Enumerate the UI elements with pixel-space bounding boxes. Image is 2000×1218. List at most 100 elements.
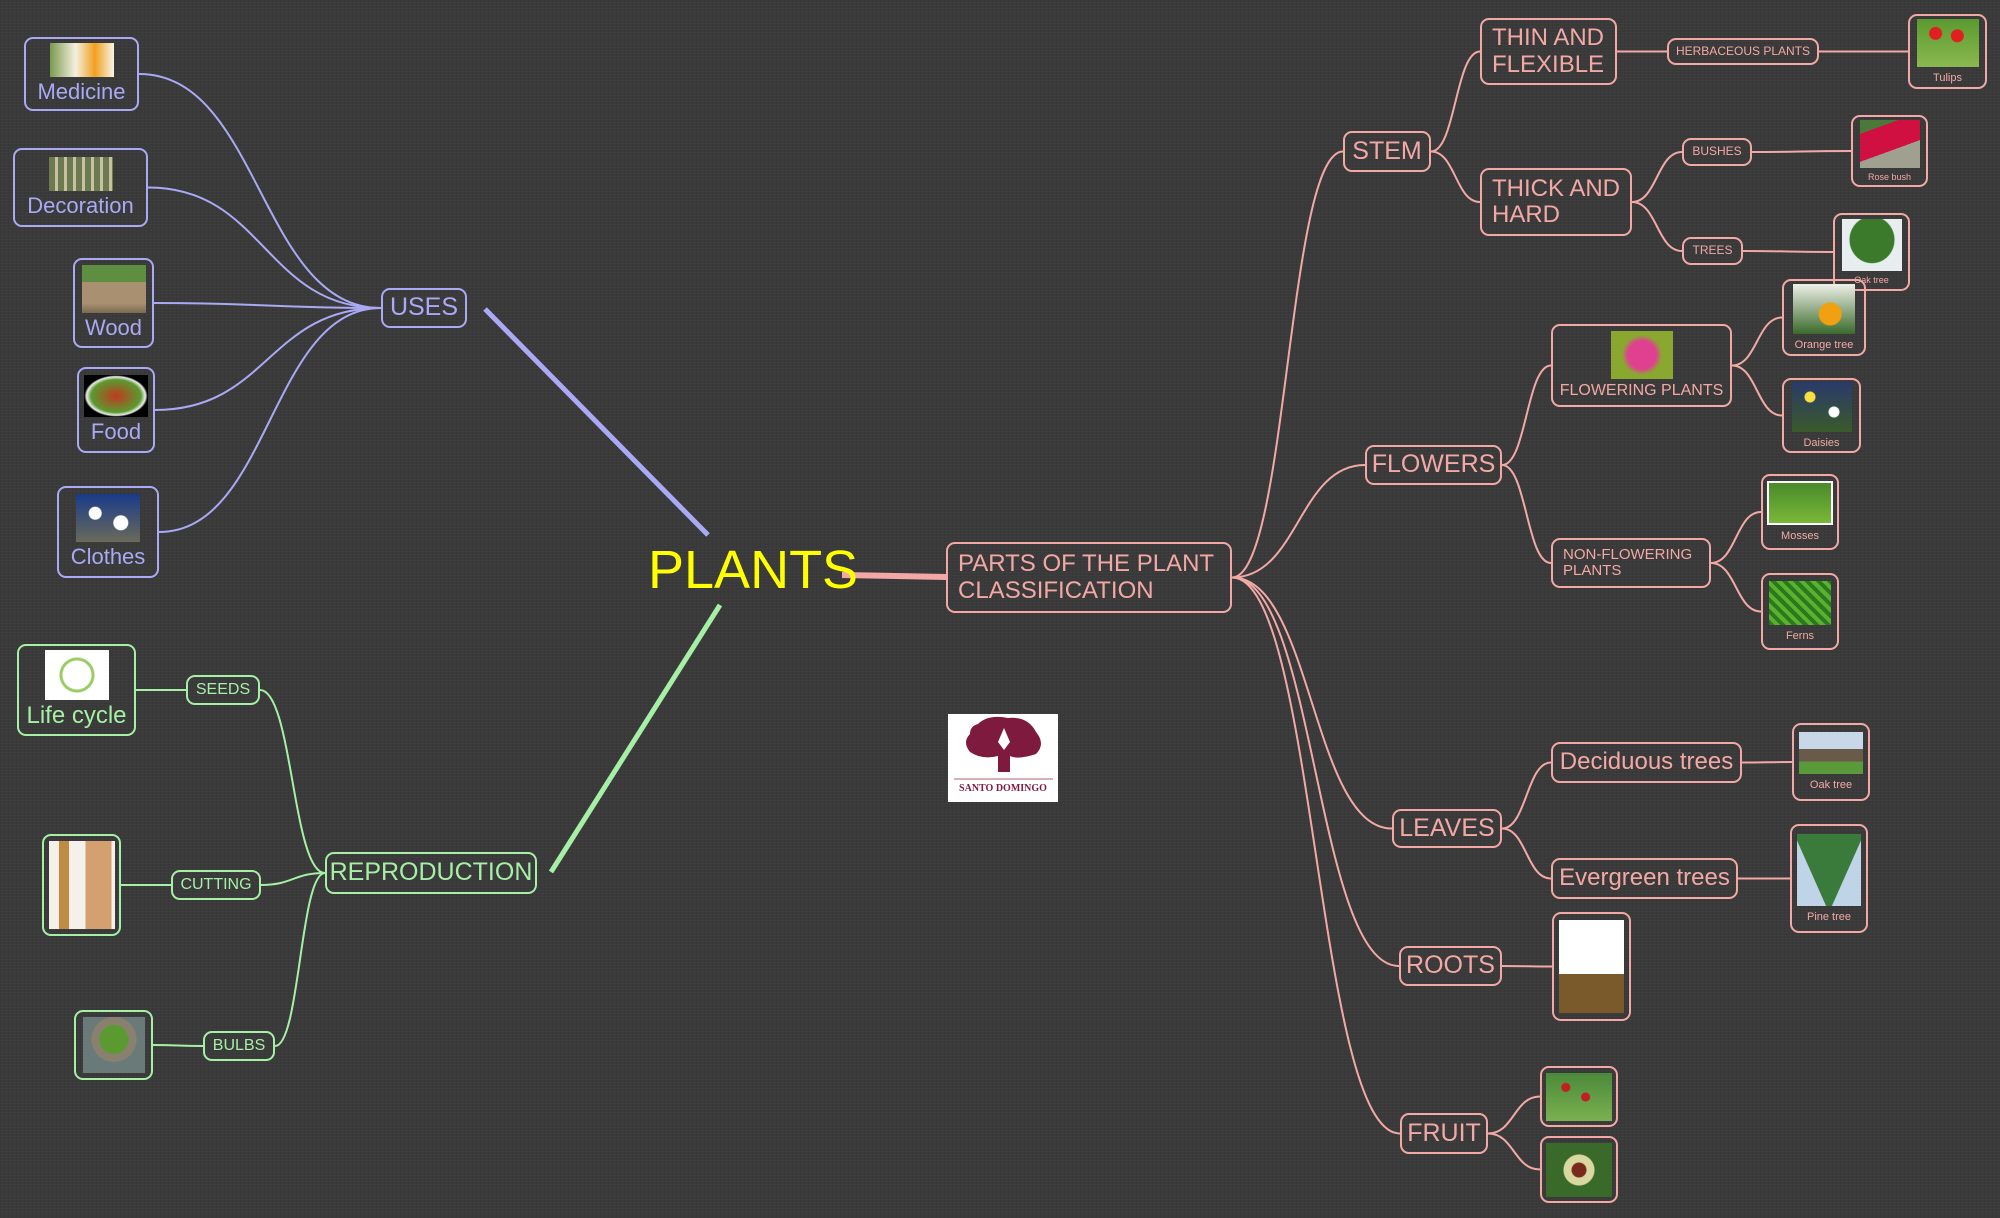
mosses-image [1767, 481, 1833, 526]
fruit-image-node-chestnut[interactable] [1540, 1136, 1618, 1203]
medicine-image [49, 43, 114, 78]
example-ferns[interactable]: Ferns [1761, 573, 1839, 650]
item-label: Ferns [1785, 629, 1815, 642]
roots-image-node[interactable] [1552, 912, 1631, 1021]
main-branch-uses [483, 307, 710, 537]
topic-label: FLEXIBLE [1492, 50, 1605, 78]
item-label: Pine tree [1806, 910, 1852, 923]
connector-parts-fruit [1231, 576, 1401, 1135]
item-label: Life cycle [26, 702, 127, 730]
topic-label: Deciduous trees [1559, 748, 1734, 776]
topic-label: THICK AND [1492, 174, 1621, 202]
item-label: Mosses [1781, 530, 1819, 543]
connector-nonflow-ferns [1710, 562, 1762, 613]
pine-tree-image [1797, 833, 1861, 906]
item-label: Oak tree [1809, 779, 1853, 792]
item-label: Wood [84, 315, 143, 341]
example-oak-tree[interactable]: Oak tree [1833, 213, 1910, 291]
connector-bulbs-bulbimg [152, 1044, 204, 1047]
connector-rep-cutting [260, 872, 326, 886]
item-label: Daisies [1803, 436, 1840, 449]
topic-label: HERBACEOUS PLANTS [1675, 43, 1811, 58]
lily-image [1610, 331, 1673, 380]
uses-item-food[interactable]: Food [77, 367, 155, 453]
cutting-image-node[interactable] [42, 834, 121, 936]
connector-bushes-rose [1751, 150, 1852, 153]
uses-item-clothes[interactable]: Clothes [57, 486, 159, 578]
topic-label: BUSHES [1692, 144, 1742, 159]
chestnut-image [1546, 1142, 1612, 1197]
item-label: Medicine [37, 79, 126, 105]
thick-trees[interactable]: TREES [1682, 237, 1743, 265]
topic-label: NON-FLOWERING [1563, 545, 1693, 563]
leaves-deciduous-trees[interactable]: Deciduous trees [1551, 742, 1742, 783]
topic-uses[interactable]: USES [381, 288, 467, 328]
connector-thick-bushes [1631, 151, 1683, 203]
connector-parts-flowers [1231, 464, 1366, 579]
reproduction-cutting[interactable]: CUTTING [171, 870, 261, 900]
item-label: Clothes [70, 544, 146, 570]
central-topic-plants[interactable]: PLANTS [648, 540, 859, 600]
topic-fruit[interactable]: FRUIT [1400, 1113, 1488, 1154]
connector-trees-oak1 [1742, 250, 1834, 253]
connector-roots-rootimg [1501, 965, 1553, 968]
flowering-plants[interactable]: FLOWERING PLANTS [1551, 324, 1732, 407]
bulbs-image-node[interactable] [74, 1010, 153, 1080]
example-mosses[interactable]: Mosses [1761, 474, 1839, 550]
example-daisies[interactable]: Daisies [1782, 378, 1861, 453]
topic-label: REPRODUCTION [329, 858, 533, 887]
topic-label: FLOWERS [1371, 450, 1496, 479]
uses-item-wood[interactable]: Wood [73, 258, 154, 348]
topic-stem[interactable]: STEM [1343, 131, 1431, 172]
topic-label: Evergreen trees [1559, 864, 1730, 892]
topic-label: CUTTING [180, 876, 252, 894]
roots-image [1559, 920, 1624, 1013]
topic-label: CLASSIFICATION [958, 576, 1154, 604]
example-orange-tree[interactable]: Orange tree [1782, 279, 1866, 356]
topic-leaves[interactable]: LEAVES [1392, 809, 1502, 848]
connector-rep-bulbs [274, 872, 326, 1047]
topic-label: HARD [1492, 201, 1561, 228]
apple-tree-image [1546, 1072, 1612, 1121]
topic-roots[interactable]: ROOTS [1399, 946, 1502, 986]
reproduction-seeds[interactable]: SEEDS [186, 675, 260, 705]
item-label: Food [90, 419, 142, 445]
connector-uses-u2 [153, 302, 382, 309]
connector-parts-stem [1231, 150, 1344, 579]
reproduction-bulbs[interactable]: BULBS [203, 1031, 275, 1061]
cutting-image [48, 841, 115, 929]
connector-flowers-nonflow [1501, 464, 1552, 564]
topic-label: STEM [1352, 136, 1422, 165]
example-rose-bush[interactable]: Rose bush [1851, 115, 1928, 187]
topic-label: PARTS OF THE PLANT [958, 550, 1215, 578]
thick-bushes[interactable]: BUSHES [1682, 138, 1752, 166]
wood-image [81, 265, 146, 314]
food-image [84, 375, 148, 418]
example-tulips[interactable]: Tulips [1908, 14, 1987, 89]
fruit-image-node-apple[interactable] [1540, 1066, 1618, 1127]
topic-reproduction[interactable]: REPRODUCTION [325, 852, 537, 894]
topic-label: PLANTS [1563, 562, 1622, 579]
example-pine-tree[interactable]: Pine tree [1790, 824, 1868, 933]
uses-item-medicine[interactable]: Medicine [24, 37, 139, 111]
item-label: Orange tree [1794, 338, 1854, 351]
logo-divider [953, 778, 1053, 780]
topic-flowers[interactable]: FLOWERS [1365, 445, 1502, 485]
topic-label: BULBS [212, 1037, 266, 1055]
leaves-evergreen-trees[interactable]: Evergreen trees [1551, 858, 1738, 899]
seeds-life-cycle[interactable]: Life cycle [17, 644, 136, 736]
connector-uses-u4 [158, 307, 382, 533]
santo-domingo-logo: SANTO DOMINGO [948, 714, 1058, 802]
oak-tree-image [1841, 218, 1902, 271]
connector-fruit-fr2 [1487, 1132, 1541, 1171]
herbaceous-plants[interactable]: HERBACEOUS PLANTS [1667, 38, 1819, 65]
connector-leaves-everg [1501, 827, 1552, 880]
example-oak-tree-deciduous[interactable]: Oak tree [1792, 723, 1870, 801]
connector-flowers-flowering [1501, 364, 1552, 466]
clothes-image [76, 494, 140, 543]
uses-item-decoration[interactable]: Decoration [13, 148, 148, 227]
